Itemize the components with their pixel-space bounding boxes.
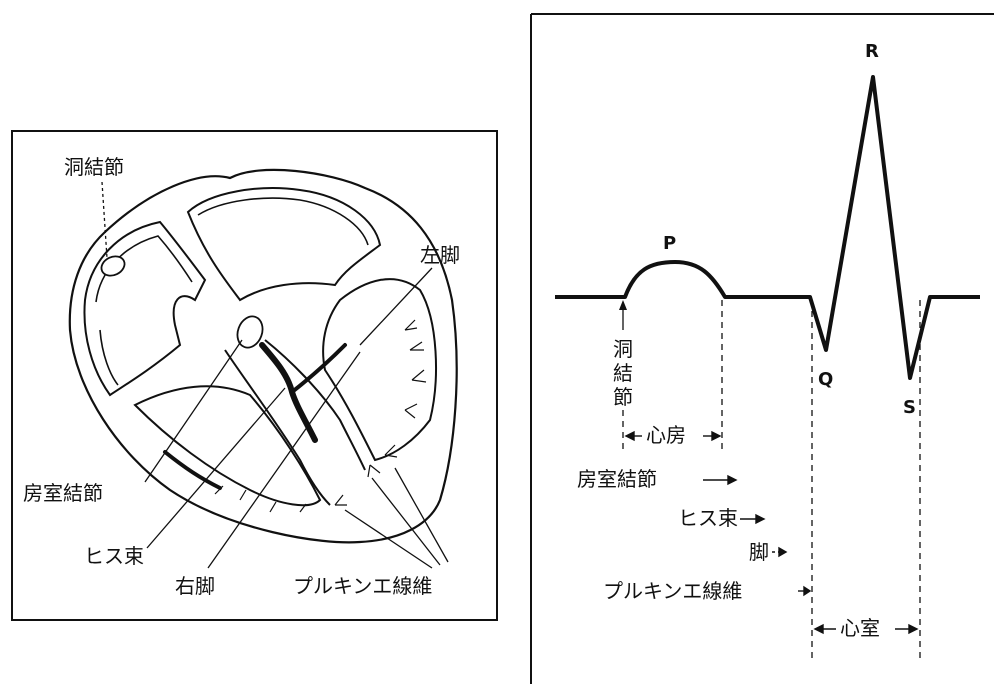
left-atrium: [186, 187, 382, 302]
ecg-sa-node-char-1: 洞: [613, 337, 633, 361]
label-left-branch: 左脚: [420, 243, 460, 267]
wave-label-r: R: [865, 41, 879, 62]
label-his-bundle: ヒス束: [84, 544, 144, 568]
sa-node-shape: [100, 255, 126, 277]
interval-purkinje: プルキンエ線維: [603, 579, 743, 603]
ecg-sa-node-char-3: 節: [613, 385, 633, 409]
left-ventricle: [322, 278, 437, 462]
label-av-node: 房室結節: [23, 481, 103, 505]
wave-label-q: Q: [818, 369, 834, 390]
interval-branch: 脚: [749, 540, 769, 564]
heart-frame: [11, 130, 498, 621]
ecg-sa-node-char-2: 結: [613, 361, 633, 385]
interval-ventricle: 心室: [840, 616, 880, 640]
heart-outer-wall: [68, 168, 458, 544]
label-right-branch: 右脚: [175, 574, 215, 598]
wave-label-s: S: [903, 397, 916, 418]
purkinje-fibres: [214, 319, 427, 513]
interval-his-bundle: ヒス束: [678, 506, 738, 530]
interval-atrium: 心房: [646, 423, 686, 447]
right-atrium: [83, 220, 207, 397]
ecg-trace: [555, 75, 980, 380]
right-ventricle: [133, 385, 322, 507]
wave-label-p: P: [663, 233, 677, 254]
label-purkinje: プルキンエ線維: [293, 574, 433, 598]
interval-av-node: 房室結節: [577, 467, 657, 491]
av-node-shape: [236, 315, 264, 349]
label-sa-node: 洞結節: [64, 155, 124, 179]
